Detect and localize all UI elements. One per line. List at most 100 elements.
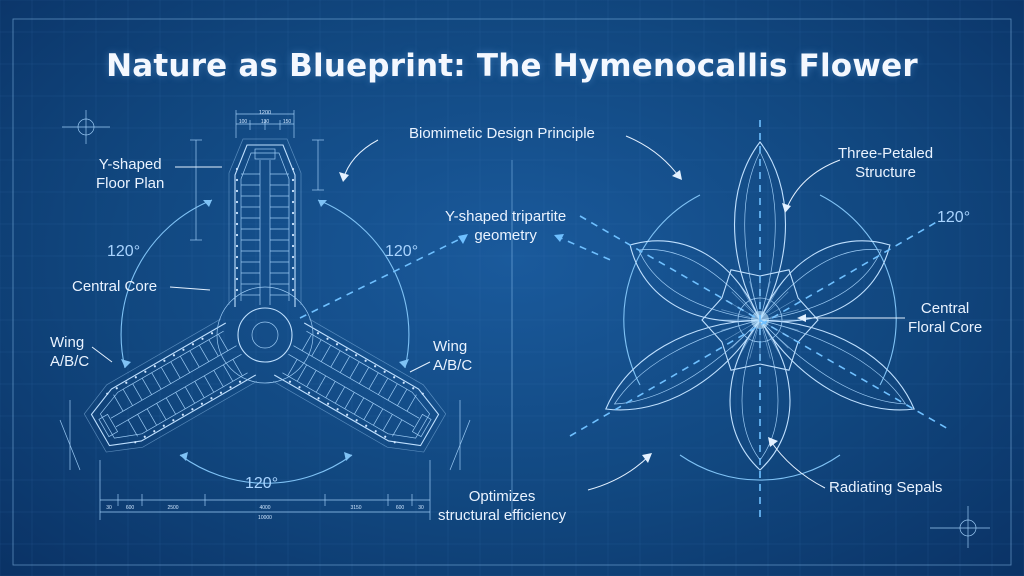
arc-arrowhead <box>180 452 188 461</box>
wing-room-divider <box>325 381 336 398</box>
crosshair-bottom-right <box>930 506 990 548</box>
wing-room-divider <box>165 397 176 415</box>
wing-column <box>307 391 311 394</box>
dim-text-bottom: 3150 <box>350 505 361 511</box>
flower-angle-arc-right <box>819 194 897 386</box>
wing-room-divider <box>199 345 210 362</box>
wing-tip-room <box>411 413 432 438</box>
wing-room-divider <box>141 378 152 395</box>
wing-room-divider <box>378 378 389 395</box>
flower-core-ray <box>749 281 758 311</box>
pointer-sepals <box>769 439 826 489</box>
wing-room-divider <box>223 364 234 382</box>
label-wing-left-line-2: A/B/C <box>50 353 90 370</box>
wing-room-divider <box>218 334 229 351</box>
wing-room-divider <box>175 392 186 409</box>
wing-room-divider <box>203 375 215 393</box>
wing-column <box>219 391 223 394</box>
wing-column <box>291 189 295 193</box>
wing-room-divider <box>151 372 162 390</box>
wing-room-divider <box>194 381 205 398</box>
flower-core-ray <box>725 324 752 341</box>
label-tripartite: Y-shaped tripartite geometry <box>445 207 566 245</box>
wing-column <box>235 277 239 281</box>
pointer-wing-right <box>409 361 431 373</box>
wing-column <box>355 419 358 422</box>
wing-room-divider <box>156 403 167 420</box>
dim-text-top: 150 <box>283 119 292 125</box>
wing-room-divider <box>344 392 355 409</box>
pointer-three-petaled <box>785 159 841 211</box>
wing-room-divider <box>122 389 133 406</box>
angle-label-left: 120° <box>107 243 141 260</box>
wing-column <box>144 370 147 373</box>
wing-room-divider <box>296 364 307 382</box>
flower-core-ray <box>725 299 752 316</box>
dim-text-top-total: 1200 <box>259 110 271 116</box>
label-three-petaled-line-2: Structure <box>855 164 916 181</box>
label-wing-right: Wing A/B/C <box>433 337 472 375</box>
wing-column <box>235 244 239 248</box>
label-three-petaled-line-1: Three-Petaled <box>838 145 934 162</box>
angle-label-bottom: 120° <box>245 475 279 492</box>
wing-room-divider <box>113 394 124 412</box>
floor-plan-core <box>237 307 293 363</box>
wing-room-divider <box>170 361 181 379</box>
pointer-central-core <box>169 286 211 291</box>
pointer-wing-left <box>91 346 113 363</box>
wing-room-divider <box>179 356 191 373</box>
arc-arrowhead <box>399 359 409 368</box>
label-floor-plan-line-1: Y-shaped <box>98 156 162 173</box>
wing-column <box>235 189 239 193</box>
wing-inner-outline <box>240 152 290 301</box>
wing-room-divider <box>330 350 341 368</box>
label-central-floral-line-2: Floral Core <box>908 319 983 336</box>
flower-core-ray <box>769 309 799 318</box>
wing-column <box>182 348 185 351</box>
floor-plan-wing <box>228 138 302 307</box>
wing-column <box>326 402 330 405</box>
wing-room-divider <box>189 350 200 368</box>
wing-room-divider <box>358 367 370 384</box>
wing-column <box>346 413 349 416</box>
flower-petal <box>605 319 761 411</box>
flower-angle-arc-left <box>623 194 701 386</box>
flower-core-ray <box>721 322 751 331</box>
wing-column <box>393 376 396 379</box>
wing-column <box>115 387 118 390</box>
pointer-principle-right <box>625 135 681 179</box>
label-floor-plan: Y-shaped Floor Plan <box>96 155 164 193</box>
wing-column <box>317 397 320 400</box>
wing-column <box>134 441 137 444</box>
wing-room-divider <box>306 370 317 387</box>
wing-column <box>153 430 156 433</box>
wing-room-divider <box>339 356 351 373</box>
flower-core-ray <box>739 285 756 312</box>
label-three-petaled: Three-Petaled Structure <box>838 144 933 182</box>
wing-column <box>235 266 239 270</box>
flower-petal-outline <box>759 319 915 411</box>
wing-outline <box>234 144 296 307</box>
wing-room-divider <box>397 389 408 406</box>
angle-label-right: 120° <box>385 243 419 260</box>
wing-column <box>345 348 348 351</box>
wing-column <box>191 343 195 346</box>
wing-column <box>364 359 367 362</box>
hymenocallis-flower-diagram <box>569 120 951 520</box>
dim-text-top: 100 <box>239 119 248 125</box>
wing-column <box>288 380 292 383</box>
label-optimizes: Optimizes structural efficiency <box>438 487 566 525</box>
flower-core-ray <box>721 309 751 318</box>
wing-column <box>153 365 156 368</box>
flower-core-ray <box>768 324 795 341</box>
flower-sepal-vein <box>759 249 882 321</box>
flower-axis-diagonal-up <box>569 219 941 437</box>
angle-arc-bottom <box>179 454 353 484</box>
arc-arrowhead <box>203 200 212 207</box>
flower-corona <box>701 269 819 371</box>
wing-column <box>354 354 358 357</box>
flower-core-ray <box>739 328 756 355</box>
wing-outline <box>273 322 440 447</box>
wing-column <box>291 277 295 281</box>
dimension-lines-bottom <box>59 400 471 520</box>
